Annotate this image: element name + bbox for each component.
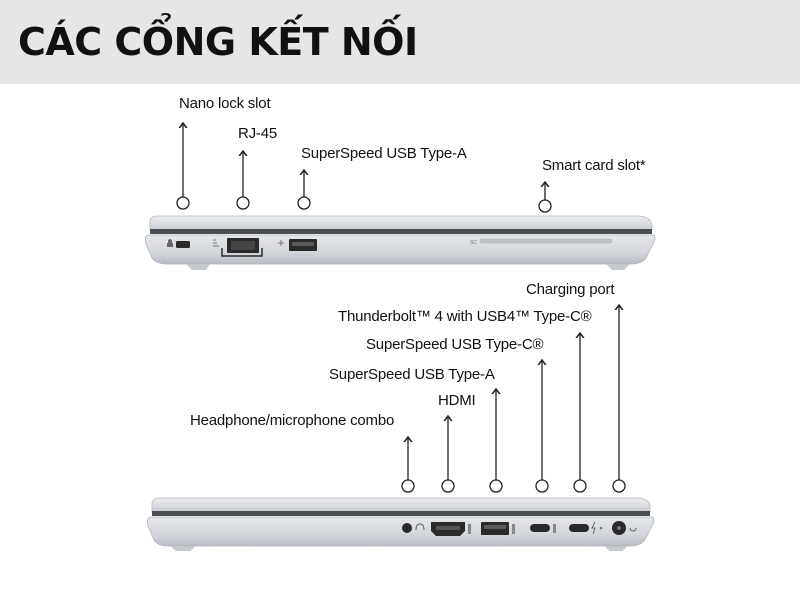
thunderbolt-icon xyxy=(591,521,596,535)
marker-usb-a-right xyxy=(489,479,503,493)
marker-charging xyxy=(612,479,626,493)
label-nano-lock-slot: Nano lock slot xyxy=(179,95,271,112)
marker-usb-c xyxy=(535,479,549,493)
marker-rj45 xyxy=(236,196,250,210)
rj45-latch xyxy=(221,248,263,257)
right-pointers xyxy=(401,305,626,493)
label-hdmi: HDMI xyxy=(438,392,476,409)
laptop-left-foot-front xyxy=(186,264,210,270)
laptop-right-lid xyxy=(151,497,651,513)
usb-c-icon xyxy=(553,524,556,533)
label-headphone-combo: Headphone/microphone combo xyxy=(190,412,395,429)
page-title: CÁC CỔNG KẾT NỐI xyxy=(18,20,418,64)
laptop-right-side xyxy=(146,497,655,551)
usb-c-port xyxy=(530,524,550,532)
usb-icon xyxy=(278,240,284,246)
label-usb-a-left: SuperSpeed USB Type-A xyxy=(301,145,467,162)
label-rj45: RJ-45 xyxy=(238,125,278,142)
thunderbolt-port xyxy=(569,524,589,532)
header-bar: CÁC CỔNG KẾT NỐI xyxy=(0,0,800,84)
headphone-icon xyxy=(415,523,425,531)
laptop-left-foot-back xyxy=(606,264,630,270)
rj45-port-inner xyxy=(231,241,255,250)
headphone-jack xyxy=(402,523,412,533)
laptop-right-foot-front xyxy=(170,546,196,551)
marker-usb-a-left xyxy=(297,196,311,210)
label-charging-port: Charging port xyxy=(526,281,615,298)
marker-nano-lock xyxy=(176,196,190,210)
nano-lock-port xyxy=(176,241,190,248)
laptop-left-hinge-line xyxy=(150,229,652,234)
left-pointers xyxy=(176,123,552,213)
label-usb-c: SuperSpeed USB Type-C® xyxy=(366,336,544,353)
marker-headphone xyxy=(401,479,415,493)
label-thunderbolt: Thunderbolt™ 4 with USB4™ Type-C® xyxy=(338,308,592,325)
usb-a-left-tongue xyxy=(292,242,314,246)
label-usb-a-right: SuperSpeed USB Type-A xyxy=(329,366,495,383)
laptop-right-foot-back xyxy=(604,546,628,551)
marker-smart-card xyxy=(538,199,552,213)
laptop-left-side: SC xyxy=(144,215,656,270)
usb-a-right-tongue xyxy=(484,525,506,529)
smart-card-slot xyxy=(479,238,613,244)
usb-a-right-icon xyxy=(512,524,515,534)
laptop-right-hinge-line xyxy=(152,511,650,516)
charging-icon xyxy=(629,527,637,532)
marker-thunderbolt xyxy=(573,479,587,493)
laptop-left-lid xyxy=(149,215,653,231)
hdmi-icon xyxy=(468,524,471,534)
lock-icon xyxy=(167,239,173,247)
sc-mark: SC xyxy=(470,240,477,246)
charging-port-pin xyxy=(617,526,621,530)
hdmi-port-inner xyxy=(436,526,460,530)
thunderbolt-dot-icon xyxy=(599,526,603,530)
laptop-right-base xyxy=(146,516,655,547)
marker-hdmi xyxy=(441,479,455,493)
label-smart-card-slot: Smart card slot* xyxy=(542,157,646,174)
network-icon xyxy=(213,239,219,247)
